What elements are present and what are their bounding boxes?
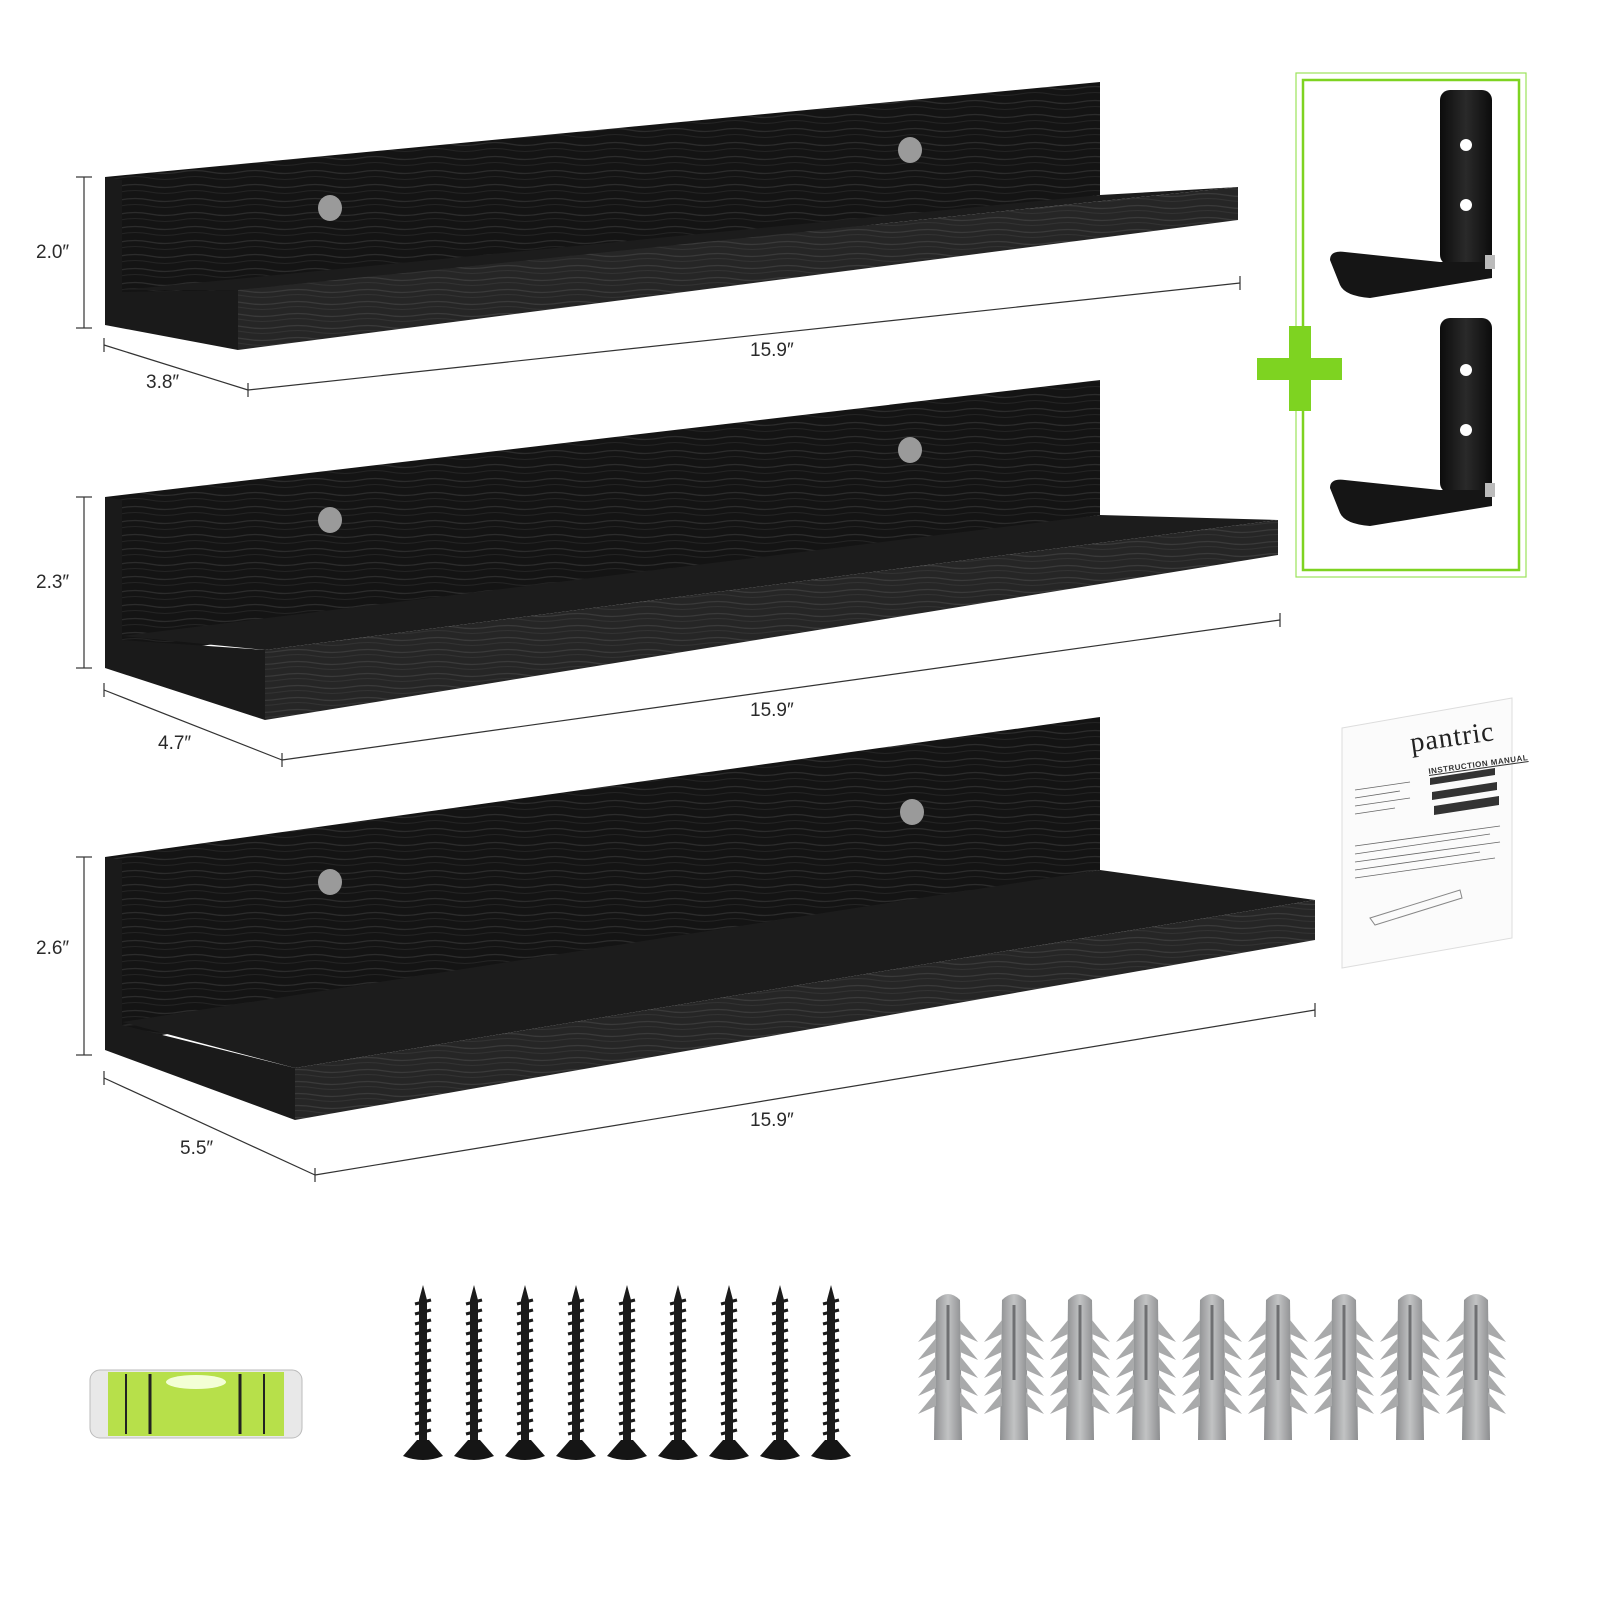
- dim-height-large: 2.6″: [36, 938, 70, 959]
- screw: [403, 1285, 443, 1460]
- instruction-manual: [1341, 697, 1513, 969]
- dim-depth-small: 3.8″: [146, 372, 180, 393]
- wall-anchor: [984, 1294, 1044, 1440]
- wall-hook-top: [1330, 90, 1495, 298]
- dim-length-small: 15.9″: [750, 340, 794, 361]
- screw: [505, 1285, 545, 1460]
- shelf-small: [105, 82, 1238, 350]
- screw: [454, 1285, 494, 1460]
- wall-anchor: [1050, 1294, 1110, 1440]
- plus-icon: [1257, 326, 1342, 411]
- screw: [658, 1285, 698, 1460]
- dim-depth-large: 5.5″: [180, 1138, 214, 1159]
- wall-anchor: [1248, 1294, 1308, 1440]
- dim-length-medium: 15.9″: [750, 700, 794, 721]
- screw: [760, 1285, 800, 1460]
- wall-anchor: [1380, 1294, 1440, 1440]
- screw: [811, 1285, 851, 1460]
- shelf-medium: [105, 380, 1278, 720]
- dim-height-medium: 2.3″: [36, 572, 70, 593]
- wall-anchor: [1116, 1294, 1176, 1440]
- wall-anchor: [918, 1294, 978, 1440]
- wall-anchor: [1314, 1294, 1374, 1440]
- dimension-lines: [76, 176, 1316, 1182]
- screw-set: [403, 1285, 851, 1460]
- dim-height-small: 2.0″: [36, 242, 70, 263]
- dim-depth-medium: 4.7″: [158, 733, 192, 754]
- wall-anchor-set: [918, 1294, 1506, 1440]
- hooks-panel: [1257, 72, 1527, 578]
- bubble-level: [89, 1369, 303, 1439]
- screw: [556, 1285, 596, 1460]
- dim-length-large: 15.9″: [750, 1110, 794, 1131]
- screw: [607, 1285, 647, 1460]
- wall-anchor: [1182, 1294, 1242, 1440]
- wall-anchor: [1446, 1294, 1506, 1440]
- shelf-large: [105, 717, 1315, 1120]
- screw: [709, 1285, 749, 1460]
- wall-hook-bottom: [1330, 318, 1495, 526]
